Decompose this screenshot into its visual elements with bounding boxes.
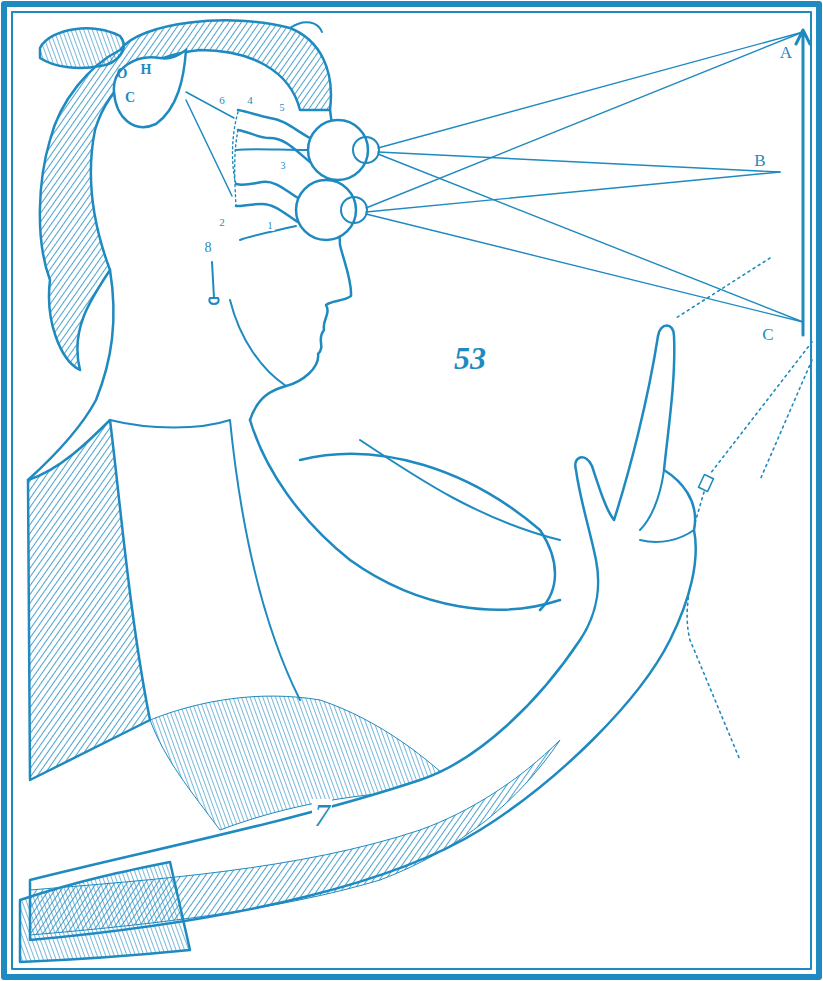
upper-optic-nerve (238, 110, 310, 162)
sleeve (20, 862, 190, 962)
hair (40, 20, 331, 370)
gland-node: OHC (108, 48, 188, 132)
outer-frame (4, 4, 819, 977)
arm (30, 326, 696, 941)
inner-frame (12, 12, 811, 969)
jaw-line (230, 300, 286, 386)
upper-eye-lens (353, 137, 379, 163)
dotted-rod (687, 342, 812, 760)
nerve-fibres (233, 112, 239, 206)
callout-number: 5 (278, 103, 287, 113)
lower-optic-nerve (236, 182, 298, 222)
callout-number: 2 (217, 217, 227, 228)
gland-lines (186, 92, 234, 196)
shoulder-back (28, 420, 150, 780)
callout-number: 4 (245, 95, 255, 106)
hair-curl (290, 22, 322, 32)
dotted-pointing-line (676, 258, 770, 318)
gland-letter: O (117, 67, 128, 81)
garment-fold (110, 420, 560, 700)
figure-number: 53 (452, 342, 488, 374)
garment (250, 420, 560, 610)
point-letter: C (760, 326, 775, 343)
callout-number: 6 (217, 95, 227, 106)
callout-number: 8 (203, 241, 214, 255)
point-letter: A (778, 44, 794, 61)
rod-marker (699, 475, 714, 492)
object-arrow (796, 30, 810, 335)
callout-number: 7 (312, 799, 332, 831)
upper-eyeball (308, 120, 368, 180)
hair-bun (40, 28, 124, 68)
gland-shape (114, 50, 186, 127)
gland-outline (108, 48, 188, 132)
callout-number: 1 (266, 221, 275, 231)
gland-letter: C (125, 91, 135, 105)
breast (300, 454, 555, 610)
gland-letter: H (141, 63, 152, 77)
head-strap (236, 149, 308, 240)
point-letter: B (752, 152, 767, 169)
earring (209, 262, 218, 304)
knuckles (640, 470, 694, 542)
callout-number: 3 (279, 161, 288, 171)
lower-eyeball (296, 180, 356, 240)
lower-eye-lens (341, 197, 367, 223)
light-rays (366, 32, 803, 322)
